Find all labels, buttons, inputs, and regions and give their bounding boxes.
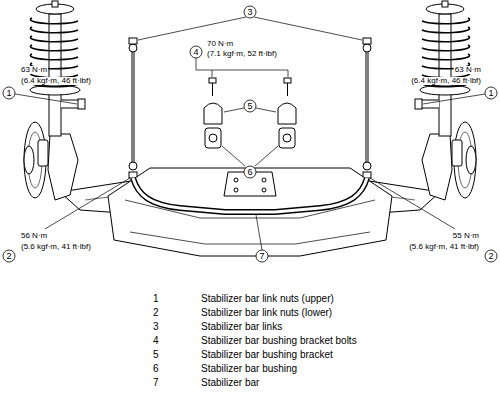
torque-spec: (5.6 kgf·m, 41 ft·lbf)	[408, 243, 480, 251]
callout-ring	[3, 250, 15, 262]
callout-number: 3	[247, 8, 252, 17]
callout-ring	[485, 250, 497, 262]
torque-spec: (5.6 kgf·m, 41 ft·lbf)	[20, 243, 92, 251]
key-number: 5	[152, 350, 160, 360]
part-name: Stabilizer bar links	[200, 322, 283, 332]
torque-spec: (6.4 kgf·m, 46 ft·lbf)	[410, 77, 482, 85]
bushing-parts	[204, 78, 296, 148]
callout-ring	[244, 166, 256, 178]
torque-spec: 56 N·m	[20, 232, 48, 240]
callout-number: 2	[488, 252, 493, 261]
part-name: Stabilizer bar bushing bracket	[200, 350, 334, 360]
key-number: 3	[152, 322, 160, 332]
leader-lines	[15, 17, 485, 250]
part-name: Stabilizer bar bushing bracket bolts	[200, 336, 358, 346]
torque-spec: 63 N·m	[454, 66, 482, 74]
key-number: 1	[152, 294, 160, 304]
part-name: Stabilizer bar	[200, 378, 260, 388]
callout-number: 1	[6, 89, 11, 98]
torque-spec: (6.4 kgf·m, 46 ft·lbf)	[20, 77, 92, 85]
callout-number: 5	[247, 102, 252, 111]
part-name: Stabilizer bar bushing	[200, 364, 298, 374]
callout-ring	[190, 46, 202, 58]
callout-ring	[256, 250, 268, 262]
key-number: 6	[152, 364, 160, 374]
callout-ring	[244, 6, 256, 18]
key-number: 4	[152, 336, 160, 346]
key-number: 2	[152, 308, 160, 318]
torque-spec: 55 N·m	[452, 232, 480, 240]
callout-number: 7	[259, 252, 264, 261]
callout-number: 4	[193, 48, 198, 57]
part-name: Stabilizer bar link nuts (upper)	[200, 294, 335, 304]
torque-spec: 70 N·m	[206, 40, 234, 48]
callout-number: 1	[488, 89, 493, 98]
part-name: Stabilizer bar link nuts (lower)	[200, 308, 333, 318]
callout-number: 2	[6, 252, 11, 261]
torque-spec: 63 N·m	[20, 66, 48, 74]
callout-number: 6	[247, 168, 252, 177]
stabilizer-bar	[133, 178, 367, 212]
callout-ring	[244, 100, 256, 112]
key-number: 7	[152, 378, 160, 388]
callout-ring	[3, 87, 15, 99]
callout-ring	[485, 87, 497, 99]
crossmember	[108, 168, 392, 256]
torque-spec: (7.1 kgf·m, 52 ft·lbf)	[206, 50, 278, 58]
